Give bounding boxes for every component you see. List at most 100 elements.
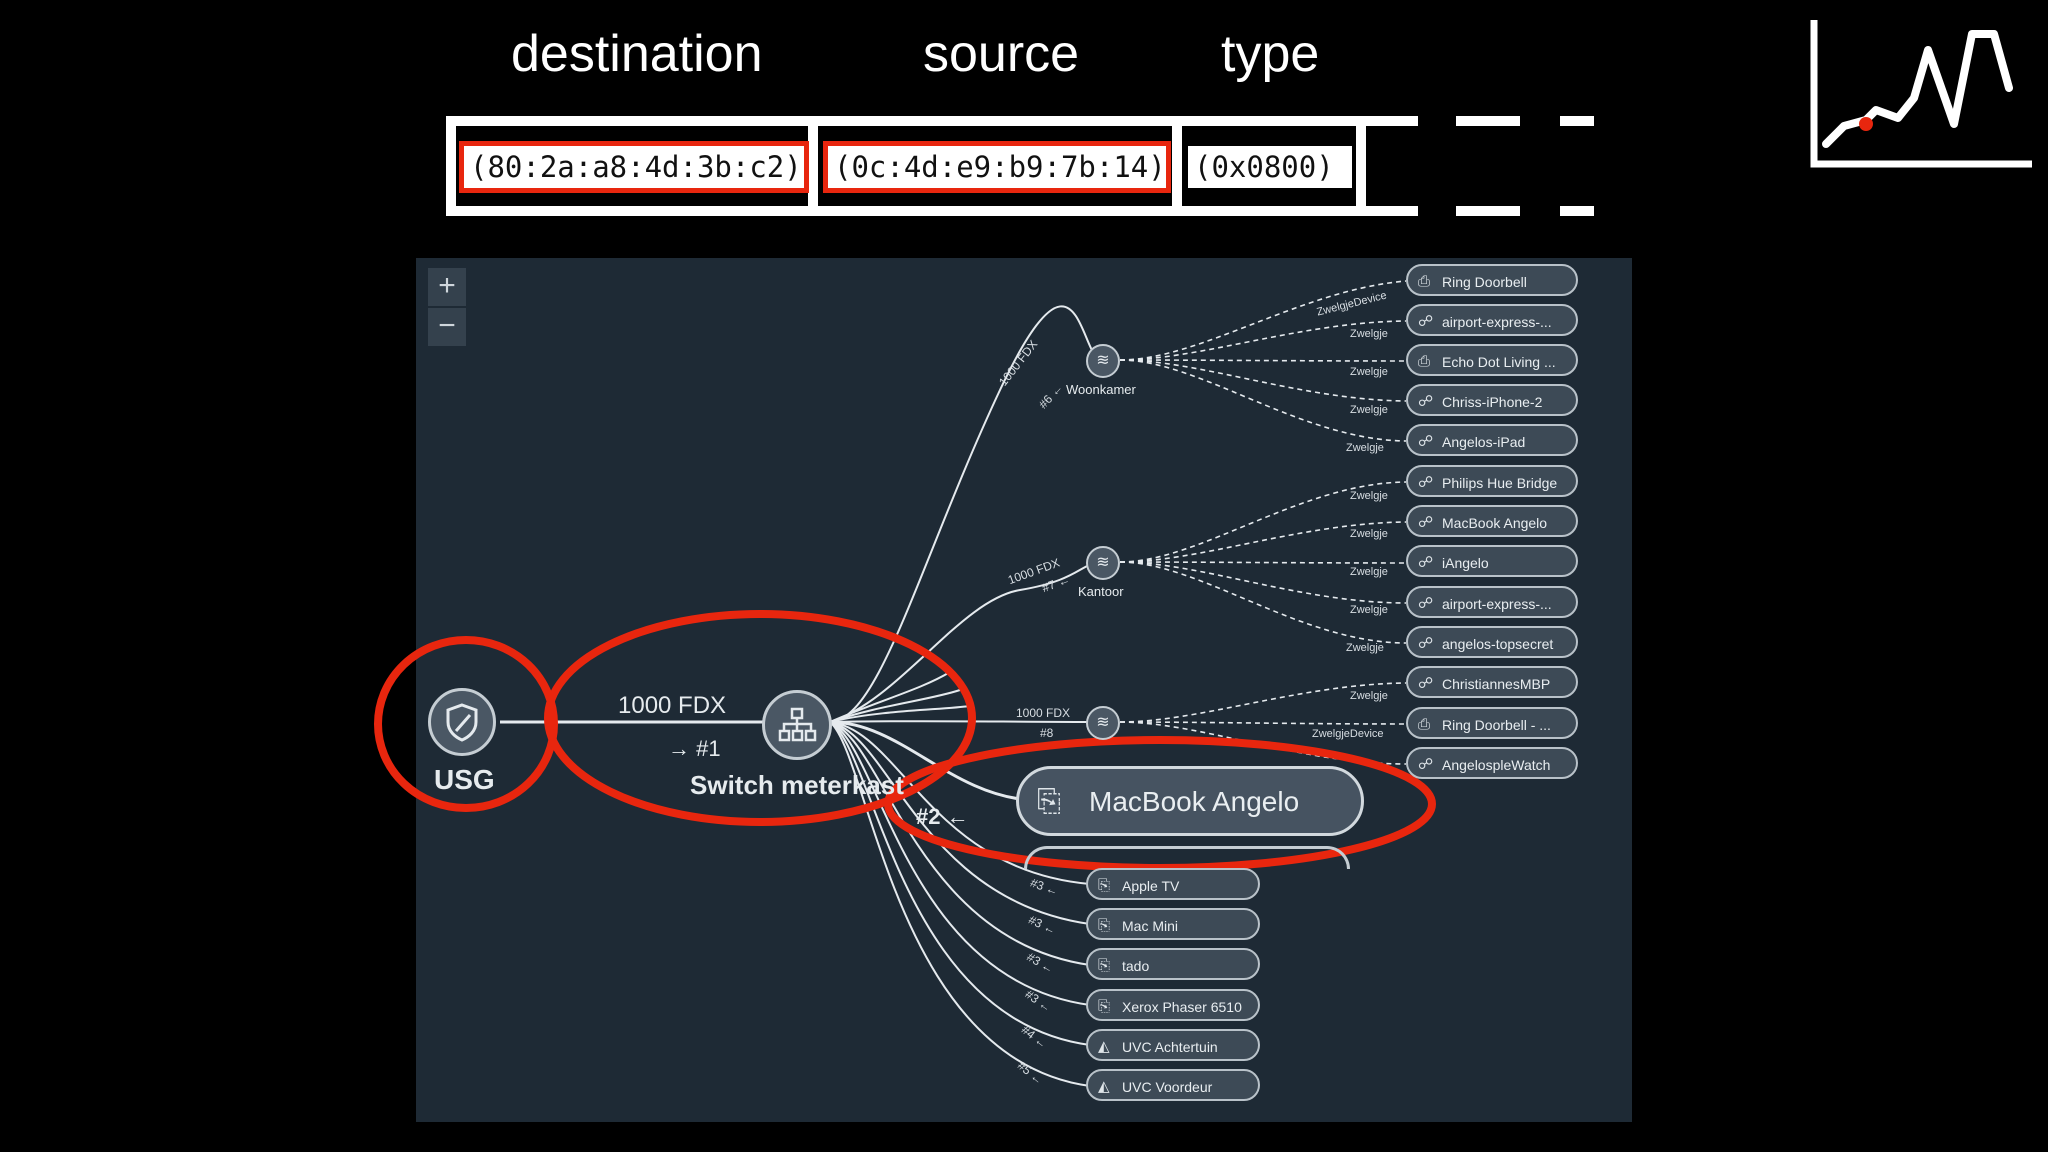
wifi-client[interactable]: ⎙ Ring Doorbell - ... <box>1406 707 1578 739</box>
wired-client[interactable]: ◭ UVC Achtertuin <box>1086 1029 1260 1061</box>
wifi-client-label: Philips Hue Bridge <box>1442 475 1558 491</box>
wired-client-label: UVC Achtertuin <box>1122 1039 1218 1055</box>
gateway-label: USG <box>434 764 495 795</box>
zoom-in-button[interactable]: + <box>428 268 466 306</box>
wired-client-label: UVC Voordeur <box>1122 1079 1213 1095</box>
wifi-client-label: airport-express-... <box>1442 596 1552 612</box>
type-header: type <box>1221 25 1320 83</box>
wifi-client[interactable]: ⎙Echo Dot Living ... <box>1406 344 1578 376</box>
gateway-node[interactable] <box>428 688 496 756</box>
wifi-client-label: MacBook Angelo <box>1442 515 1548 531</box>
frame-bottom-extension <box>1364 206 1418 216</box>
wifi-client[interactable]: ☍ Philips Hue Bridge <box>1406 465 1578 497</box>
device-icon: ☍ <box>1418 514 1434 531</box>
device-icon: ☍ <box>1418 433 1434 450</box>
wifi-icon: ≋ <box>1096 554 1110 571</box>
access-point-label: Woonkamer <box>1066 382 1136 397</box>
device-icon: ☍ <box>1418 554 1434 571</box>
wifi-icon: ≋ <box>1096 352 1110 369</box>
frame-top-extension <box>1364 116 1418 126</box>
access-point-node[interactable]: ≋ <box>1086 344 1120 378</box>
ssid-label: ZwelgjeDevice <box>1312 728 1384 740</box>
wifi-icon: ≋ <box>1096 714 1110 731</box>
ssid-label: Zwelgje <box>1350 566 1388 578</box>
switch-node[interactable] <box>762 690 832 760</box>
wired-client[interactable]: ⎘Xerox Phaser 6510 <box>1086 989 1260 1021</box>
access-point-node[interactable]: ≋ <box>1086 546 1120 580</box>
camera-icon: ⎙ <box>1418 716 1431 733</box>
wired-device-icon: ⎘ <box>1098 877 1111 894</box>
security-camera-icon: ◭ <box>1098 1038 1110 1055</box>
access-point-node[interactable]: ≋ <box>1086 706 1120 740</box>
frame-dash <box>1456 206 1520 216</box>
wifi-client-label: AngelospleWatch <box>1442 757 1551 773</box>
destination-mac-value: (80:2a:a8:4d:3b:c2) <box>459 141 809 193</box>
wifi-client[interactable]: ☍ChristiannesMBP <box>1406 666 1578 698</box>
wired-client-label: tado <box>1122 958 1150 974</box>
highlighted-client-port: #2 ← <box>916 804 969 829</box>
wifi-client[interactable]: ☍ MacBook Angelo <box>1406 505 1578 537</box>
ssid-label: Zwelgje <box>1350 404 1388 416</box>
device-icon: ☍ <box>1418 474 1434 491</box>
wifi-client-label: airport-express-... <box>1442 314 1552 330</box>
switch-label: Switch meterkast <box>690 770 904 800</box>
shield-icon <box>446 703 478 742</box>
wired-client[interactable]: ◭ UVC Voordeur <box>1086 1069 1260 1101</box>
device-icon: ☍ <box>1418 595 1434 612</box>
ssid-label: Zwelgje <box>1350 490 1388 502</box>
access-point-speed: 1000 FDX <box>1016 706 1071 720</box>
wifi-client-label: iAngelo <box>1442 555 1489 571</box>
wired-device-icon: ⎘ <box>1098 917 1111 934</box>
wired-client-label: Xerox Phaser 6510 <box>1122 999 1242 1015</box>
highlighted-client[interactable]: ⎘MacBook Angelo <box>1016 766 1364 836</box>
wired-client-label: Mac Mini <box>1122 918 1179 934</box>
wifi-client-label: Ring Doorbell <box>1442 274 1527 290</box>
security-camera-icon: ◭ <box>1098 1078 1110 1095</box>
wifi-client-label: Angelos-iPad <box>1442 434 1526 450</box>
zoom-out-button[interactable]: − <box>428 308 466 346</box>
wifi-client[interactable]: ☍ angelos-topsecret <box>1406 626 1578 658</box>
wifi-client[interactable]: ☍ Angelos-iPad <box>1406 424 1578 456</box>
ssid-label: Zwelgje <box>1346 642 1384 654</box>
source-header: source <box>923 25 1080 83</box>
wifi-client-label: Ring Doorbell - ... <box>1442 717 1551 733</box>
wired-device-icon: ⎘ <box>1098 957 1111 974</box>
wired-client[interactable]: ⎘ Apple TV <box>1086 868 1260 900</box>
switch-link-speed: 1000 FDX <box>618 692 727 719</box>
wifi-client[interactable]: ☍ airport-express-... <box>1406 304 1578 336</box>
ethertype-value: (0x0800) <box>1188 146 1352 188</box>
ssid-label: Zwelgje <box>1346 442 1384 454</box>
frame-separator <box>808 116 818 216</box>
access-point-label: Kantoor <box>1078 584 1124 599</box>
highlighted-client-label: MacBook Angelo <box>1089 786 1300 817</box>
device-icon: ☍ <box>1418 756 1434 773</box>
access-point-port: #8 <box>1040 726 1054 740</box>
ssid-label: Zwelgje <box>1350 690 1388 702</box>
switch-port-label: → #1 <box>668 736 721 761</box>
wifi-client-label: Chriss-iPhone-2 <box>1442 394 1543 410</box>
hidden-client-edge <box>1024 846 1350 869</box>
wifi-client-label: angelos-topsecret <box>1442 636 1554 652</box>
line-chart-logo-icon <box>1810 20 2032 168</box>
switch-icon <box>778 707 817 742</box>
ssid-label: Zwelgje <box>1350 528 1388 540</box>
frame-separator <box>1172 116 1182 216</box>
wifi-client[interactable]: ☍ iAngelo <box>1406 545 1578 577</box>
ethernet-frame <box>446 116 1364 216</box>
frame-dash <box>1456 116 1520 126</box>
wifi-client[interactable]: ☍ airport-express-... <box>1406 586 1578 618</box>
wired-client-label: Apple TV <box>1122 878 1180 894</box>
device-icon: ☍ <box>1418 313 1434 330</box>
device-icon: ☍ <box>1418 635 1434 652</box>
device-icon: ☍ <box>1418 393 1434 410</box>
destination-header: destination <box>511 25 763 83</box>
wired-client[interactable]: ⎘ tado <box>1086 948 1260 980</box>
wired-client[interactable]: ⎘ Mac Mini <box>1086 908 1260 940</box>
wifi-client[interactable]: ⎙ Ring Doorbell <box>1406 264 1578 296</box>
wifi-client-label: Echo Dot Living ... <box>1442 354 1556 370</box>
wifi-client[interactable]: ☍ Chriss-iPhone-2 <box>1406 384 1578 416</box>
wifi-client[interactable]: ☍ AngelospleWatch <box>1406 747 1578 779</box>
frame-separator <box>1356 116 1366 216</box>
ssid-label: Zwelgje <box>1350 328 1388 340</box>
camera-icon: ⎙ <box>1418 273 1431 290</box>
